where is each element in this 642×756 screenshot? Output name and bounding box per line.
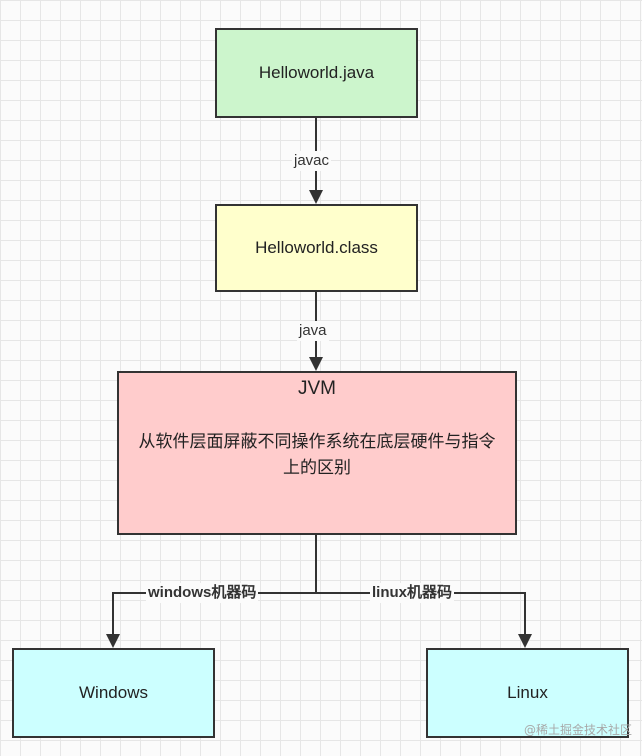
bytecode-file-node: Helloworld.class bbox=[215, 204, 418, 292]
run-arrow-icon bbox=[309, 357, 323, 371]
bytecode-file-label: Helloworld.class bbox=[255, 238, 378, 257]
windows-node: Windows bbox=[12, 648, 215, 738]
linux-edge-line bbox=[524, 592, 526, 636]
compile-edge-label: javac bbox=[292, 151, 332, 171]
jvm-description: 从软件层面屏蔽不同操作系统在底层硬件与指令上的区别 bbox=[138, 432, 496, 477]
run-edge-label: java bbox=[297, 321, 329, 341]
split-horizontal-line bbox=[112, 592, 526, 594]
source-file-node: Helloworld.java bbox=[215, 28, 418, 118]
jvm-node: JVM 从软件层面屏蔽不同操作系统在底层硬件与指令上的区别 bbox=[117, 371, 517, 535]
linux-node: Linux bbox=[426, 648, 629, 738]
jvm-down-line bbox=[315, 535, 317, 594]
linux-label: Linux bbox=[507, 683, 548, 702]
linux-code-label: linux机器码 bbox=[370, 583, 455, 603]
windows-label: Windows bbox=[79, 683, 148, 702]
compile-arrow-icon bbox=[309, 190, 323, 204]
windows-code-label: windows机器码 bbox=[146, 583, 259, 603]
jvm-title: JVM bbox=[298, 378, 336, 399]
watermark: @稀土掘金技术社区 bbox=[523, 723, 632, 737]
windows-arrow-icon bbox=[106, 634, 120, 648]
source-file-label: Helloworld.java bbox=[258, 63, 375, 82]
windows-edge-line bbox=[112, 592, 114, 636]
linux-arrow-icon bbox=[518, 634, 532, 648]
